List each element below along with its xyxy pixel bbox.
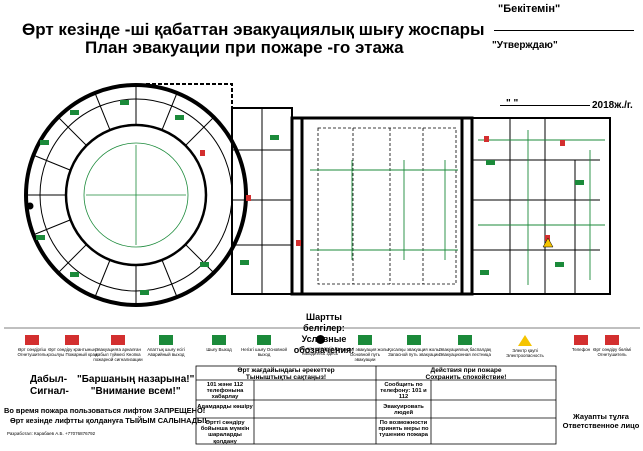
- signal-label-kz: Дабыл-: [30, 374, 68, 385]
- action-evacuate-kz: Адамдарды көшіру: [197, 404, 253, 410]
- plan-extinguishers: [200, 136, 565, 246]
- fire-extinguisher-icon: [25, 335, 39, 345]
- approve-label-kz: "Бекітемін": [498, 3, 561, 15]
- developer-credit: Разработал: Карабаев А.Б. +77076876792: [7, 431, 96, 436]
- connector-block: [231, 107, 293, 295]
- legend-item-label: Шығу Выход: [206, 347, 232, 352]
- legend-item: Телефон: [555, 335, 607, 352]
- date-line: [500, 105, 590, 106]
- legend-item: Өрт сөндіру бөлімі Огнетушитель: [589, 335, 635, 357]
- legend-item: Апаттық шығу есігі Аварийный выход: [140, 335, 192, 357]
- legend-item: Сіз осы жердесіз Вы находитесь здесь: [294, 335, 346, 356]
- plan-title-ru: План эвакуации при пожаре -го этажа: [85, 38, 404, 57]
- round-hall: [24, 83, 248, 307]
- legend-item: Қосалқы эвакуация жолы Запасной путь эва…: [388, 335, 440, 357]
- elevator-warning-ru: Во время пожара пользоваться лифтом ЗАПР…: [4, 406, 206, 415]
- legend-item-label: Эвакуациялық баспалдақ Эвакуационная лес…: [439, 347, 491, 357]
- legend-item-label: Негізгі шығу Основной выход: [241, 347, 287, 357]
- backup-route-icon: [407, 335, 421, 345]
- legend-item-label: Өрт сөндіру крантының қосылуы Пожарный к…: [46, 347, 98, 357]
- plan-date: 2018ж./г.: [592, 100, 633, 111]
- plan-title-kz: Өрт кезінде -ші қабаттан эвакуациялық шы…: [22, 20, 485, 39]
- legend-item-label: Сіз осы жердесіз Вы находитесь здесь: [299, 346, 341, 356]
- action-call-ru: Сообщить по телефону: 101 и 112: [380, 382, 427, 401]
- actions-head-ru: Действия при пожаре Сохранить спокойстви…: [376, 367, 556, 381]
- electric-hazard-marker: [542, 237, 554, 248]
- date-day-field: " ": [506, 98, 519, 109]
- signal-text: "Баршаның назарына!" "Внимание всем!": [77, 374, 194, 398]
- you-are-here-icon: [315, 335, 325, 344]
- responsible-person: Жауапты тұлға Ответственное лицо: [560, 412, 642, 430]
- fire-extinguisher-2-icon: [605, 335, 619, 345]
- signature-line: [494, 30, 634, 31]
- signal-text-kz: "Баршаның назарына!": [77, 374, 195, 385]
- elevator-warning-kz: Өрт кезінде лифтты қолдануға ТЫЙЫМ САЛЫН…: [10, 416, 207, 425]
- fire-hose-icon: [65, 335, 79, 345]
- signal-label-ru: Сигнал-: [30, 386, 69, 397]
- legend-item: Негізгі эвакуация жолы Основной путь эва…: [339, 335, 391, 362]
- legend-item-label: Негізгі эвакуация жолы Основной путь эва…: [341, 347, 389, 362]
- signal-label: Дабыл- Сигнал-: [30, 374, 69, 398]
- alarm-button-icon: [111, 335, 125, 345]
- legend-item-label: Телефон: [571, 347, 591, 352]
- legend-item: Өрт сөндіргіш Огнетушитель: [6, 335, 58, 357]
- plan-exit-signs: [36, 100, 584, 295]
- actions-head-kz: Өрт жағдайындағы әрекеттер Тыныштықты са…: [196, 367, 376, 381]
- right-wing: [471, 117, 611, 295]
- approve-label-ru: "Утверждаю": [492, 40, 558, 51]
- legend-item: Шығу Выход: [193, 335, 245, 352]
- you-are-here-marker: [26, 202, 34, 210]
- action-extinguish-kz: Өртті сөндіру бойынша мүмкін шараларды қ…: [200, 420, 250, 445]
- exit-sign-icon: [212, 335, 226, 345]
- signal-text-ru: "Внимание всем!": [90, 386, 181, 397]
- telephone-icon: [574, 335, 588, 345]
- responsible-ru: Ответственное лицо: [562, 421, 640, 430]
- legend-item-label: Эвакуацияға арналған дабыл түймесі Кнопк…: [93, 347, 143, 362]
- actions-head-ru-2: Сохранить спокойствие!: [425, 374, 507, 381]
- legend-item: Эвакуациялық баспалдақ Эвакуационная лес…: [439, 335, 491, 357]
- legend-item-label: Өрт сөндіру бөлімі Огнетушитель: [593, 347, 631, 357]
- action-call-kz: 101 және 112 телефонына хабарлау: [206, 382, 244, 401]
- main-exit-icon: [257, 335, 271, 345]
- legend-item-label: Қосалқы эвакуация жолы Запасной путь эва…: [388, 347, 440, 357]
- legend-title-kz: Шартты белгілер:: [303, 312, 345, 333]
- legend-item-label: Апаттық шығу есігі Аварийный выход: [147, 347, 185, 357]
- legend-item: Электр қаупі Электроопасность: [499, 335, 551, 358]
- legend-item: Эвакуацияға арналған дабыл түймесі Кнопк…: [92, 335, 144, 362]
- legend-item-label: Өрт сөндіргіш Огнетушитель: [17, 347, 47, 357]
- legend-item: Негізгі шығу Основной выход: [238, 335, 290, 357]
- stairs-icon: [458, 335, 472, 345]
- actions-head-kz-1: Өрт жағдайындағы әрекеттер: [237, 367, 335, 374]
- electric-hazard-icon: [518, 335, 532, 346]
- actions-head-kz-2: Тыныштықты сақтаңыз!: [245, 374, 327, 381]
- large-hall: [290, 116, 474, 296]
- actions-table-frame: [195, 365, 557, 445]
- action-evacuate-ru: Эвакуировать людей: [383, 404, 424, 417]
- actions-head-ru-1: Действия при пожаре: [430, 367, 502, 374]
- responsible-kz: Жауапты тұлға: [573, 412, 629, 421]
- legend-item-label: Электр қаупі Электроопасность: [506, 348, 544, 358]
- legend-item: Өрт сөндіру крантының қосылуы Пожарный к…: [46, 335, 98, 357]
- action-extinguish-ru: По возможности принять меры по тушению п…: [378, 420, 429, 439]
- main-route-arrow-icon: [358, 335, 372, 345]
- emergency-exit-icon: [159, 335, 173, 345]
